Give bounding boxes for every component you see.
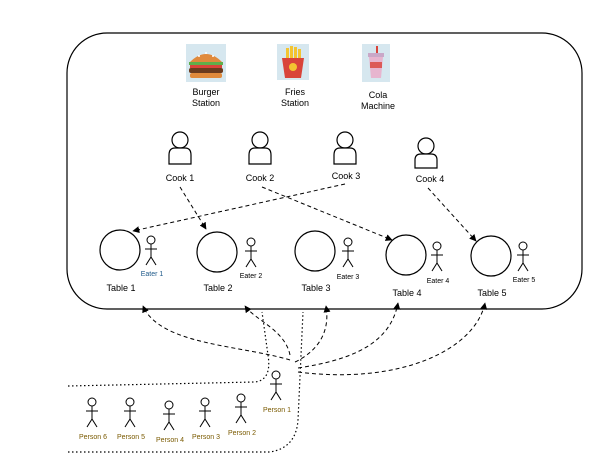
arrow-cook1-table2 <box>179 186 207 230</box>
person-4: Person 4 <box>156 400 184 444</box>
arrow-entrance-table5 <box>297 302 488 376</box>
cook-1-label: Cook 1 <box>166 173 195 183</box>
table-5: Table 5 <box>470 235 512 298</box>
table-2-label: Table 2 <box>203 283 232 293</box>
queue-boundary-lower <box>68 311 304 453</box>
cola-cup-icon <box>362 44 390 82</box>
person-3: Person 3 <box>192 397 220 441</box>
cook-person-icon <box>168 131 192 165</box>
stick-figure-icon <box>245 237 257 268</box>
table-1-label: Table 1 <box>106 283 135 293</box>
burger-station-label-1: Burger <box>192 87 219 97</box>
table-2: Table 2 <box>196 231 238 293</box>
stick-figure-icon <box>431 241 443 272</box>
table-1: Table 1 <box>99 229 141 293</box>
cook-4-label: Cook 4 <box>416 174 445 184</box>
arrow-entrance-table3 <box>294 305 331 363</box>
person-4-label: Person 4 <box>156 437 184 444</box>
eater-2: Eater 2 <box>240 237 263 280</box>
arrow-entrance-table4 <box>297 302 401 369</box>
person-6-label: Person 6 <box>79 434 107 441</box>
eater-2-label: Eater 2 <box>240 273 263 280</box>
fries-station-label-1: Fries <box>285 87 305 97</box>
fries-icon <box>277 44 309 80</box>
burger-station-label-2: Station <box>192 98 220 108</box>
cook-1: Cook 1 <box>166 131 195 183</box>
stick-figure-icon <box>517 241 529 272</box>
table-2-circle <box>196 231 238 273</box>
table-4: Table 4 <box>385 234 427 298</box>
eater-5-label: Eater 5 <box>513 277 536 284</box>
cook-2: Cook 2 <box>246 131 275 183</box>
eater-5: Eater 5 <box>513 241 536 284</box>
stick-figure-icon <box>342 237 354 268</box>
eater-1: Eater 1 <box>141 235 164 278</box>
cook-4: Cook 4 <box>414 137 445 184</box>
cook-3: Cook 3 <box>332 131 361 181</box>
stick-figure-icon <box>124 397 136 428</box>
table-3: Table 3 <box>294 230 336 293</box>
stick-figure-icon <box>86 397 98 428</box>
arrow-cook3-table1 <box>132 183 346 234</box>
person-1-label: Person 1 <box>263 407 291 414</box>
person-5: Person 5 <box>117 397 145 441</box>
eater-4: Eater 4 <box>427 241 450 285</box>
cook-3-label: Cook 3 <box>332 171 361 181</box>
cook-person-icon <box>333 131 357 165</box>
person-1: Person 1 <box>263 370 291 414</box>
arrow-entrance-table2 <box>244 305 291 356</box>
eater-3: Eater 3 <box>337 237 360 281</box>
arrow-entrance-table1 <box>142 305 291 361</box>
cook-2-label: Cook 2 <box>246 173 275 183</box>
table-1-circle <box>99 229 141 271</box>
arrow-cook4-table5 <box>427 187 477 242</box>
stick-figure-icon <box>270 370 282 401</box>
eater-4-label: Eater 4 <box>427 278 450 285</box>
table-5-label: Table 5 <box>477 288 506 298</box>
table-3-circle <box>294 230 336 272</box>
stick-figure-icon <box>235 393 247 424</box>
queue-boundary-upper <box>67 311 270 387</box>
cola-machine-label-2: Machine <box>361 101 395 111</box>
person-5-label: Person 5 <box>117 434 145 441</box>
eater-1-label: Eater 1 <box>141 271 164 278</box>
fries-station-label-2: Station <box>281 98 309 108</box>
person-2: Person 2 <box>228 393 256 437</box>
burger-icon <box>186 44 226 82</box>
stick-figure-icon <box>163 400 175 431</box>
cola-machine: Cola Machine <box>361 44 395 111</box>
burger-station: Burger Station <box>186 44 226 108</box>
person-2-label: Person 2 <box>228 430 256 437</box>
table-3-label: Table 3 <box>301 283 330 293</box>
fries-station: Fries Station <box>277 44 309 108</box>
person-3-label: Person 3 <box>192 434 220 441</box>
table-4-circle <box>385 234 427 276</box>
cola-machine-label-1: Cola <box>369 90 388 100</box>
cook-person-icon <box>414 137 438 169</box>
person-6: Person 6 <box>79 397 107 441</box>
stick-figure-icon <box>199 397 211 428</box>
table-5-circle <box>470 235 512 277</box>
arrow-cook2-table4 <box>261 186 393 241</box>
stick-figure-icon <box>145 235 157 266</box>
eater-3-label: Eater 3 <box>337 274 360 281</box>
table-4-label: Table 4 <box>392 288 421 298</box>
cook-person-icon <box>248 131 272 165</box>
